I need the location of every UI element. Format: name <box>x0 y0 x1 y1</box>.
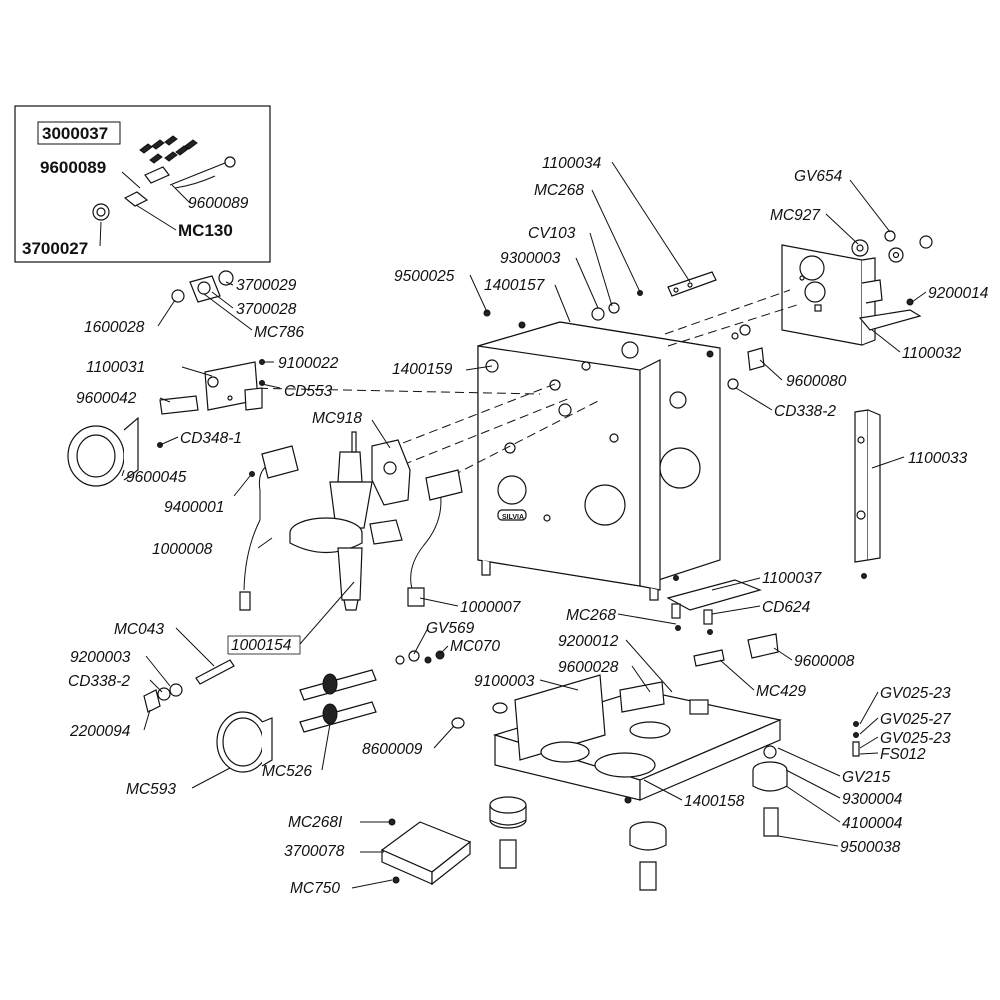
label-mc429: MC429 <box>756 683 806 700</box>
inset-label-3700027: 3700027 <box>22 239 88 258</box>
label-9300004: 9300004 <box>842 791 903 808</box>
label-cd338-2-bot: CD338-2 <box>68 673 130 690</box>
part-mc593-gauge <box>216 711 273 773</box>
label-mc927: MC927 <box>770 207 821 224</box>
label-1600028: 1600028 <box>84 319 145 336</box>
part-8600009 <box>451 717 465 729</box>
part-labels: 1100034 MC268 CV103 9300003 9500025 1400… <box>68 155 989 897</box>
label-9400001: 9400001 <box>164 499 224 516</box>
label-1000154: 1000154 <box>231 637 292 654</box>
label-mc526: MC526 <box>262 763 312 780</box>
label-mc750: MC750 <box>290 880 340 897</box>
label-1100034: 1100034 <box>542 155 602 172</box>
label-mc070: MC070 <box>450 638 500 655</box>
label-mc593: MC593 <box>126 781 176 798</box>
label-3700029: 3700029 <box>236 277 297 294</box>
label-mc918: MC918 <box>312 410 362 427</box>
label-1100032: 1100032 <box>902 345 962 362</box>
label-cd338-2-top: CD338-2 <box>774 403 836 420</box>
part-top-hardware <box>483 290 765 390</box>
label-1100031: 1100031 <box>86 359 145 376</box>
label-4100004: 4100004 <box>842 815 903 832</box>
leader-lines <box>121 161 927 889</box>
label-mc268-mid: MC268 <box>566 607 616 624</box>
label-gv654: GV654 <box>794 168 843 185</box>
label-9100003: 9100003 <box>474 673 535 690</box>
label-9200014: 9200014 <box>928 285 989 302</box>
label-mc043: MC043 <box>114 621 164 638</box>
label-9500025: 9500025 <box>394 268 455 285</box>
label-9600008: 9600008 <box>794 653 855 670</box>
part-1100031-bracket <box>159 359 265 415</box>
label-9600045: 9600045 <box>126 469 187 486</box>
label-mc268i: MC268I <box>288 814 343 831</box>
part-9600045-thermostat <box>67 416 255 487</box>
inset-connectors <box>92 135 236 221</box>
part-mc526-heaters <box>299 669 377 733</box>
part-1400158-base <box>492 674 782 801</box>
label-1400158: 1400158 <box>684 793 745 810</box>
label-gv025-23-b: GV025-23 <box>880 730 951 747</box>
part-feet-4100004 <box>489 721 860 891</box>
label-9600042: 9600042 <box>76 390 137 407</box>
brand-plate: SILVIA <box>502 514 524 521</box>
part-3700078-box <box>380 818 472 886</box>
part-9600008-mc429 <box>693 633 779 667</box>
part-1100033 <box>854 409 881 579</box>
label-cv103: CV103 <box>528 225 576 242</box>
label-9300003: 9300003 <box>500 250 561 267</box>
label-9200012: 9200012 <box>558 633 619 650</box>
label-1000008: 1000008 <box>152 541 213 558</box>
part-1100032 <box>781 244 922 346</box>
label-9500038: 9500038 <box>840 839 901 856</box>
part-3700029-3700028 <box>171 270 234 303</box>
back-panel-frame: SILVIA <box>477 321 721 601</box>
label-9600028: 9600028 <box>558 659 619 676</box>
inset-kit-code: 3000037 <box>42 124 108 143</box>
label-fs012: FS012 <box>880 746 926 763</box>
label-9200003: 9200003 <box>70 649 131 666</box>
label-gv215: GV215 <box>842 769 891 786</box>
part-1000007-pipe <box>407 469 463 607</box>
inset-kit-box: 3000037 9600089 9600089 MC130 3700027 <box>14 105 271 263</box>
label-gv025-27: GV025-27 <box>880 711 952 728</box>
part-1100034 <box>667 271 717 297</box>
label-gv569: GV569 <box>426 620 475 637</box>
label-9600080: 9600080 <box>786 373 847 390</box>
label-1100037: 1100037 <box>762 570 823 587</box>
label-cd553: CD553 <box>284 383 333 400</box>
label-mc268-top: MC268 <box>534 182 584 199</box>
label-8600009: 8600009 <box>362 741 423 758</box>
label-3700028: 3700028 <box>236 301 297 318</box>
part-gv569-mc070 <box>395 650 445 665</box>
label-gv025-23-a: GV025-23 <box>880 685 951 702</box>
label-1000007: 1000007 <box>460 599 522 616</box>
label-mc786: MC786 <box>254 324 304 341</box>
label-cd348-1: CD348-1 <box>180 430 242 447</box>
inset-label-mc130: MC130 <box>178 221 233 240</box>
part-mc043-rod <box>195 659 235 685</box>
label-2200094: 2200094 <box>69 723 131 740</box>
label-cd624: CD624 <box>762 599 811 616</box>
part-1000154-group <box>289 431 411 611</box>
inset-label-9600089-a: 9600089 <box>40 158 106 177</box>
part-2200094-fitting <box>143 683 183 713</box>
part-1000008-pipe <box>239 445 299 611</box>
assembly-dashed-lines <box>244 289 801 483</box>
inset-label-9600089-b: 9600089 <box>188 195 249 212</box>
label-9100022: 9100022 <box>278 355 339 372</box>
label-1400157: 1400157 <box>484 277 546 294</box>
part-gv654-mc927-washers <box>851 230 933 306</box>
part-1100037-cd624 <box>666 575 762 635</box>
label-1400159: 1400159 <box>392 361 453 378</box>
label-1100033: 1100033 <box>908 450 968 467</box>
label-3700078: 3700078 <box>284 843 345 860</box>
